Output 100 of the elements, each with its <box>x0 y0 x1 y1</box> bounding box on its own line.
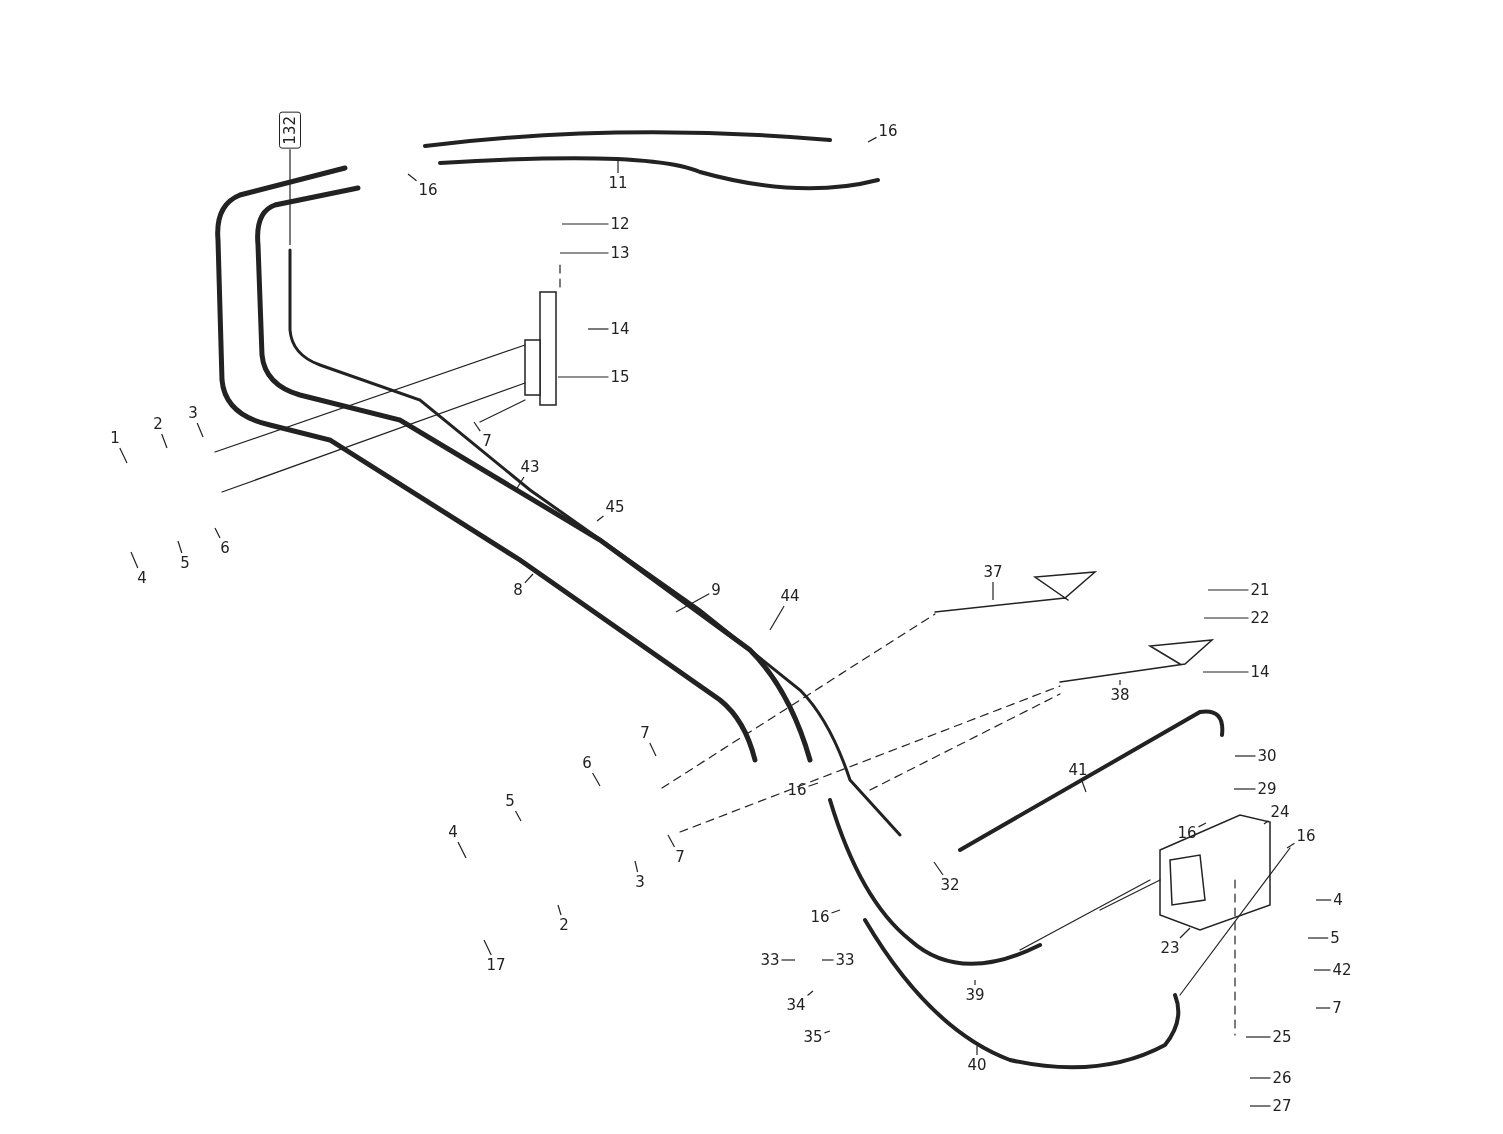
leader-line <box>559 252 610 254</box>
callout-number: 25 <box>1272 1028 1292 1046</box>
callout-number: 16 <box>1296 827 1316 845</box>
leader-line <box>587 328 610 330</box>
callout-number: 2 <box>153 415 163 433</box>
leader-line <box>524 573 534 584</box>
callout-number: 7 <box>482 432 492 450</box>
leader-line <box>561 223 610 225</box>
leader-line <box>1245 1036 1272 1038</box>
leader-line <box>992 581 994 601</box>
page-reference-box: 132 <box>279 111 301 149</box>
leader-line <box>667 834 676 848</box>
leader-line <box>1286 842 1296 849</box>
callout-number: 9 <box>711 581 721 599</box>
leader-line <box>214 527 221 539</box>
leader-line <box>473 421 481 432</box>
callout-number: 14 <box>610 320 630 338</box>
callout-number: 1 <box>110 429 120 447</box>
leader-line <box>821 959 835 961</box>
leader-line <box>976 1045 978 1056</box>
callout-number: 22 <box>1250 609 1270 627</box>
leader-line <box>1233 788 1257 790</box>
leader-line <box>1207 589 1250 591</box>
leader-line <box>1119 679 1121 686</box>
leader-line <box>515 476 525 491</box>
callout-number: 45 <box>605 498 625 516</box>
leader-line <box>596 515 605 522</box>
leader-line <box>1315 899 1332 901</box>
leader-line <box>457 841 467 859</box>
callout-number: 27 <box>1272 1097 1292 1115</box>
leader-line <box>1249 1105 1272 1107</box>
callout-number: 6 <box>582 754 592 772</box>
callout-number: 6 <box>220 539 230 557</box>
callout-number: 12 <box>610 215 630 233</box>
callout-number: 7 <box>640 724 650 742</box>
callout-number: 39 <box>965 986 985 1004</box>
leader-line <box>933 861 944 876</box>
callout-number: 40 <box>967 1056 987 1074</box>
leader-line <box>1203 617 1250 619</box>
callout-number: 30 <box>1257 747 1277 765</box>
leader-line <box>161 433 168 449</box>
callout-number: 16 <box>1177 824 1197 842</box>
callout-number: 43 <box>520 458 540 476</box>
callout-number: 33 <box>760 951 780 969</box>
leader-line <box>1263 820 1270 825</box>
leader-line <box>196 422 204 438</box>
callout-number: 17 <box>486 956 506 974</box>
leader-line <box>177 540 183 554</box>
callout-number: 32 <box>940 876 960 894</box>
callout-number: 41 <box>1068 761 1088 779</box>
callout-number: 5 <box>180 554 190 572</box>
callout-number: 7 <box>1332 999 1342 1017</box>
leader-line <box>675 593 710 613</box>
leader-line <box>289 148 291 246</box>
callout-number: 16 <box>810 908 830 926</box>
leader-line <box>1234 755 1257 757</box>
leader-line <box>407 173 418 182</box>
leader-line <box>130 551 139 569</box>
callout-number: 23 <box>1160 939 1180 957</box>
leader-line <box>780 959 796 961</box>
leader-line <box>119 447 128 464</box>
callout-number: 5 <box>505 792 515 810</box>
callout-number: 42 <box>1332 961 1352 979</box>
callout-number: 14 <box>1250 663 1270 681</box>
leader-line <box>557 904 562 916</box>
leader-line <box>557 376 610 378</box>
leader-line <box>634 860 639 873</box>
callout-number: 5 <box>1330 929 1340 947</box>
callout-number: 8 <box>513 581 523 599</box>
leader-line <box>806 990 814 997</box>
leader-line <box>769 605 785 631</box>
leader-line <box>1313 969 1332 971</box>
leader-line <box>1081 779 1087 793</box>
callout-number: 7 <box>675 848 685 866</box>
callout-number: 16 <box>878 122 898 140</box>
leader-line <box>974 979 976 986</box>
leader-line <box>1202 671 1250 673</box>
leader-line <box>1249 1077 1272 1079</box>
callout-number: 4 <box>137 569 147 587</box>
callout-number: 4 <box>1333 891 1343 909</box>
callout-number: 44 <box>780 587 800 605</box>
leader-line <box>1197 822 1207 828</box>
callout-number: 16 <box>787 781 807 799</box>
callout-number: 37 <box>983 563 1003 581</box>
leader-line <box>1179 927 1191 939</box>
callout-number: 16 <box>418 181 438 199</box>
leader-line <box>592 772 601 787</box>
callout-number: 38 <box>1110 686 1130 704</box>
callout-number: 4 <box>448 823 458 841</box>
leader-line <box>807 782 819 787</box>
callout-number: 2 <box>559 916 569 934</box>
callout-number: 21 <box>1250 581 1270 599</box>
callout-number: 13 <box>610 244 630 262</box>
leader-line <box>830 909 841 914</box>
callout-number: 35 <box>803 1028 823 1046</box>
callout-number: 29 <box>1257 780 1277 798</box>
callout-number: 3 <box>635 873 645 891</box>
leader-line <box>483 939 492 956</box>
leader-line <box>649 742 657 757</box>
callout-number: 11 <box>608 174 628 192</box>
